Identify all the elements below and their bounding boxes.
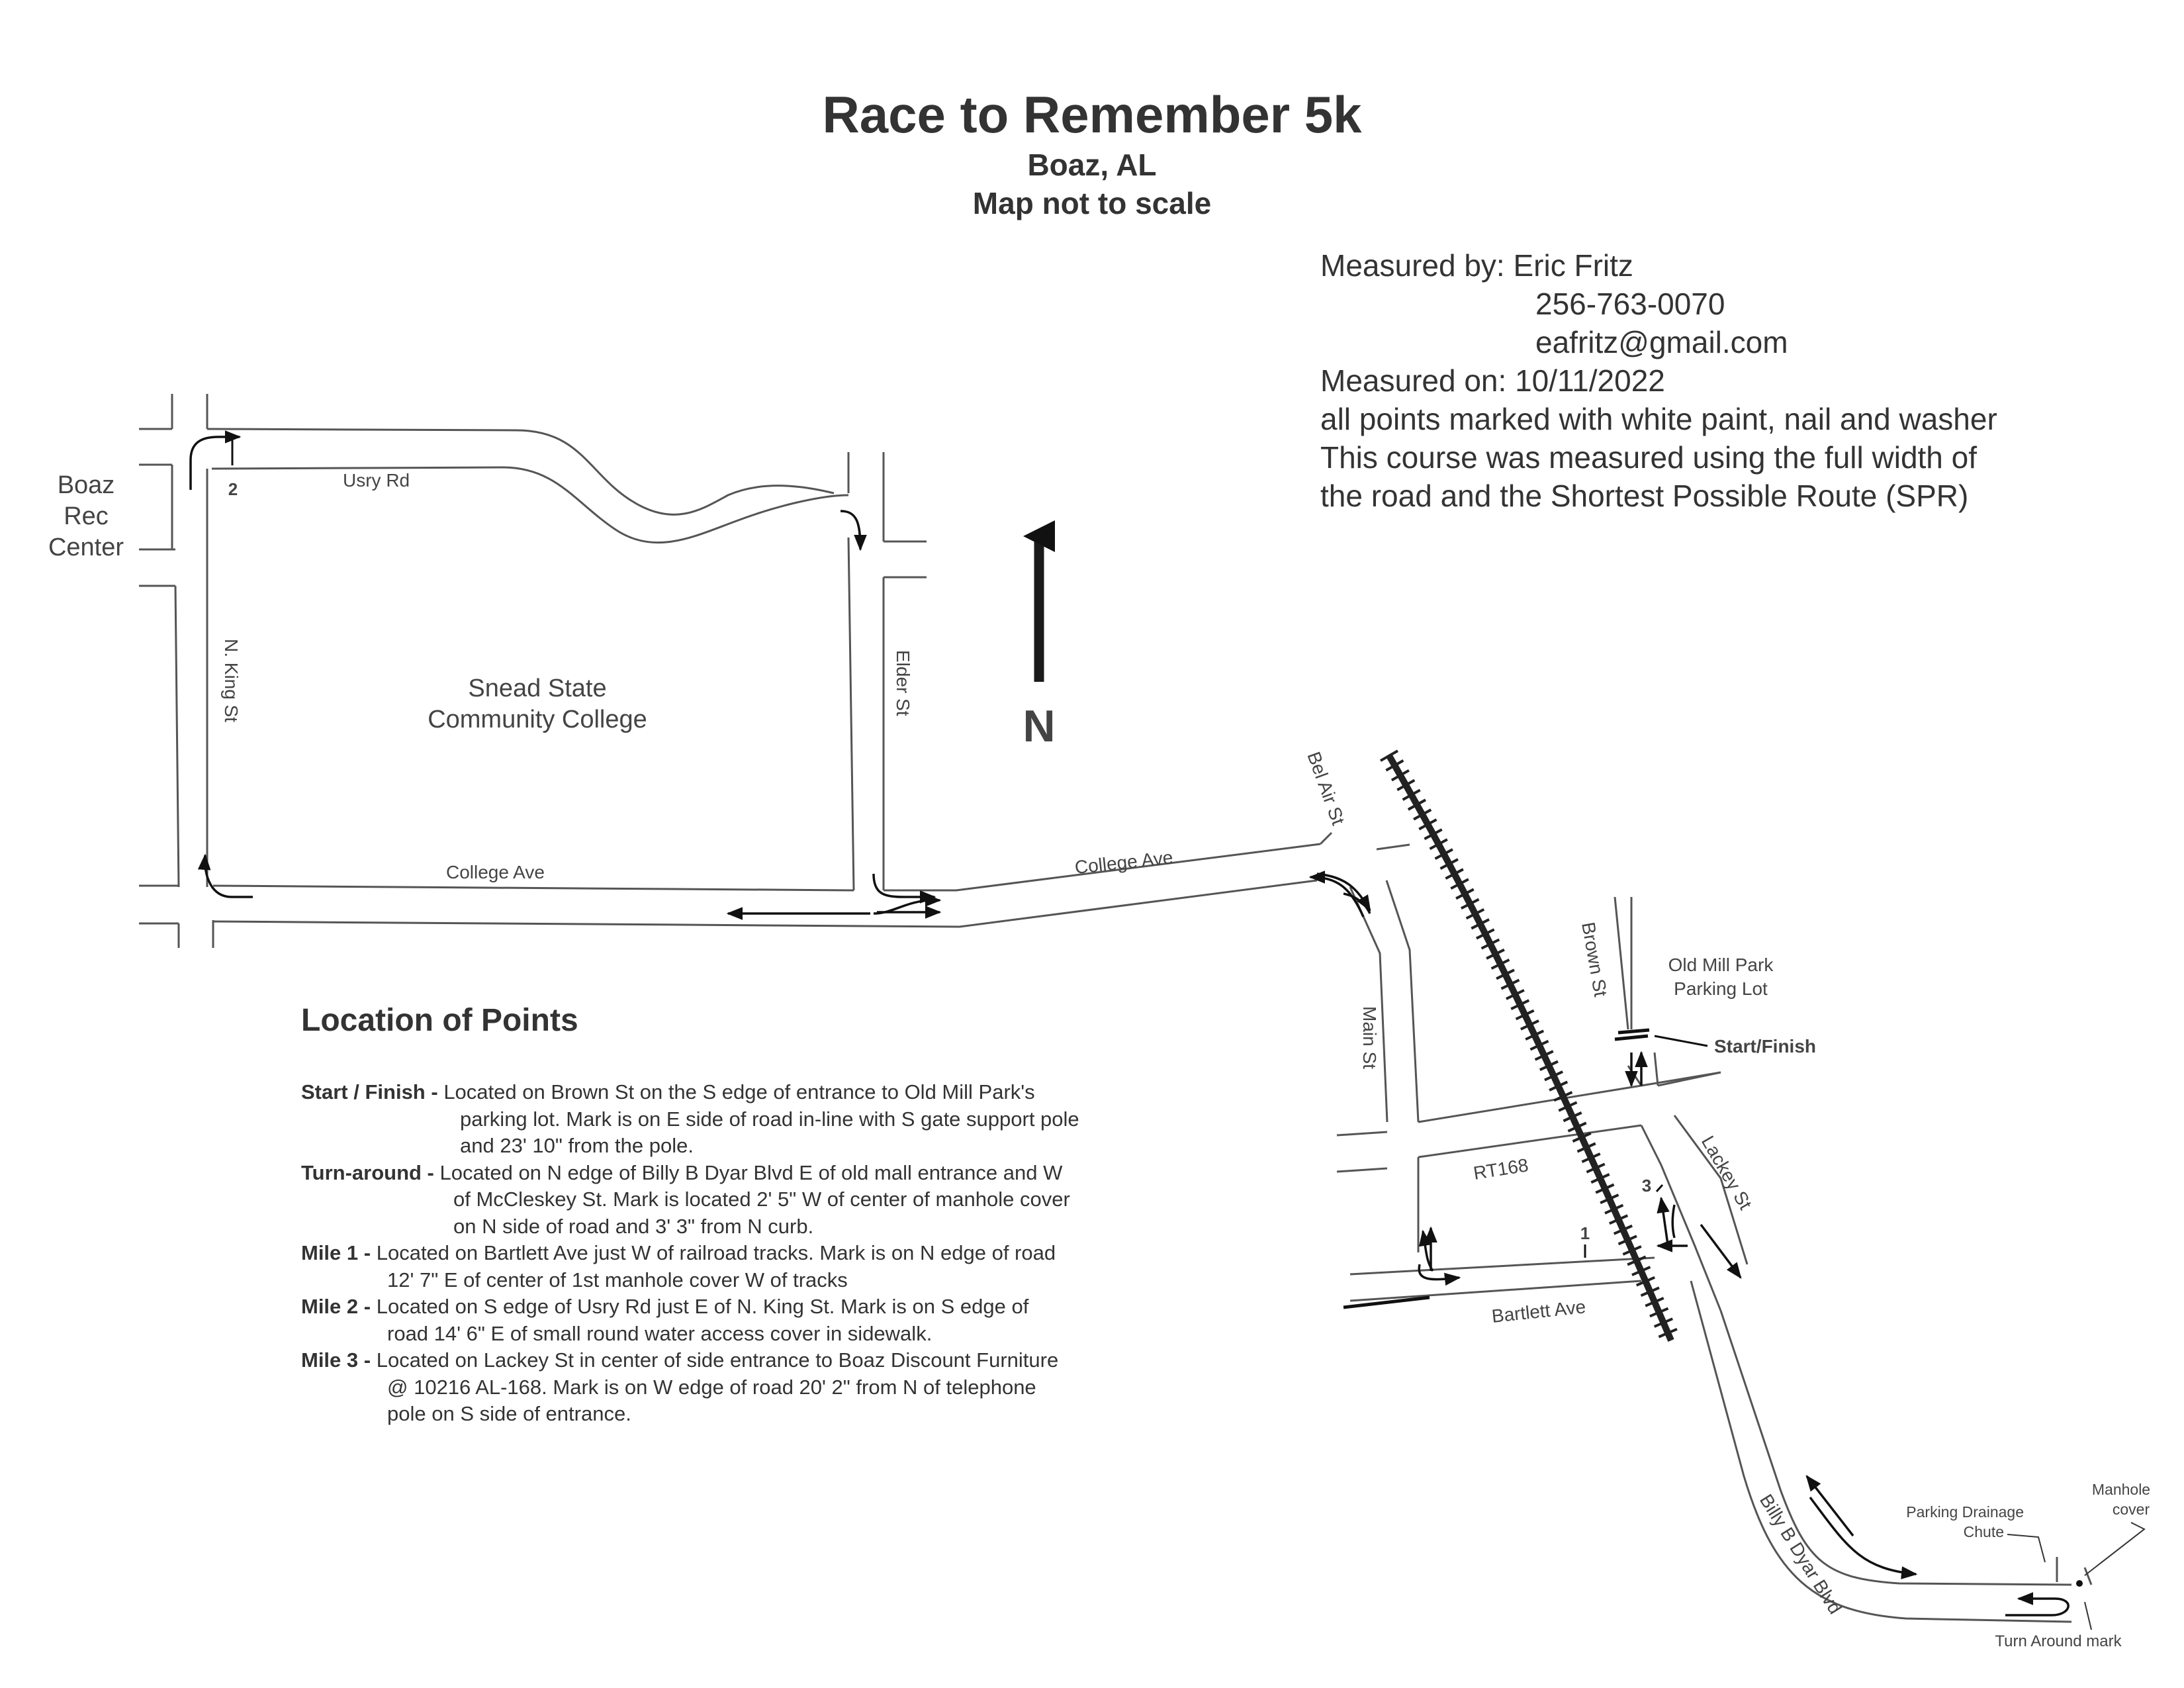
point-text: on N side of road and 3' 3" from N curb.: [453, 1214, 814, 1238]
point-mile-3: Mile 3 - Located on Lackey St in center …: [301, 1347, 1214, 1428]
leader-lines: [2007, 1522, 2146, 1630]
mile-2-label: 2: [228, 479, 238, 499]
mile-3-label: 3: [1642, 1176, 1651, 1196]
location-heading: Location of Points: [301, 1003, 578, 1038]
course-highlights: [1343, 1028, 1650, 1309]
point-text: and 23' 10" from the pole.: [460, 1134, 694, 1157]
point-text: Located on Bartlett Ave just W of railro…: [376, 1241, 1056, 1264]
info-note-1: all points marked with white paint, nail…: [1320, 402, 1997, 436]
city-subtitle: Boaz, AL: [1027, 148, 1157, 182]
street-king: N. King St: [221, 639, 242, 722]
street-college-east: College Ave: [1073, 847, 1173, 878]
drainage-label-1: Parking Drainage: [1906, 1503, 2024, 1521]
point-name: Turn-around -: [301, 1160, 434, 1184]
manhole-label-2: cover: [2113, 1501, 2150, 1518]
point-turnaround: Turn-around - Located on N edge of Billy…: [301, 1160, 1214, 1241]
street-bartlett: Bartlett Ave: [1490, 1296, 1586, 1327]
measured-date: 10/11/2022: [1515, 363, 1665, 398]
point-mile-2: Mile 2 - Located on S edge of Usry Rd ju…: [301, 1293, 1214, 1347]
north-label: N: [1023, 701, 1055, 751]
info-note-3: the road and the Shortest Possible Route…: [1320, 479, 1969, 513]
page-title: Race to Remember 5k: [822, 85, 1362, 144]
point-text: pole on S side of entrance.: [387, 1402, 631, 1425]
point-text: Located on Lackey St in center of side e…: [376, 1348, 1059, 1372]
rec-center-label-3: Center: [48, 534, 124, 561]
measured-by-label: Measured by:: [1320, 248, 1505, 283]
street-brown: Brown St: [1578, 921, 1611, 998]
point-text: Located on N edge of Billy B Dyar Blvd E…: [439, 1160, 1063, 1184]
street-main: Main St: [1359, 1006, 1380, 1069]
measurer-phone: 256-763-0070: [1535, 287, 1725, 321]
location-list: Start / Finish - Located on Brown St on …: [301, 1079, 1214, 1428]
measurer-email: eafritz@gmail.com: [1535, 325, 1788, 359]
point-text: Located on S edge of Usry Rd just E of N…: [376, 1295, 1029, 1318]
point-name: Start / Finish -: [301, 1080, 438, 1103]
mile-1-label: 1: [1580, 1223, 1590, 1243]
measured-by-line: Measured by: Eric Fritz: [1320, 246, 1633, 285]
measured-on-line: Measured on: 10/11/2022: [1320, 361, 1665, 400]
old-mill-label-1: Old Mill Park: [1668, 955, 1774, 975]
point-text: @ 10216 AL-168. Mark is on W edge of roa…: [387, 1375, 1036, 1399]
rec-center-label-2: Rec: [64, 502, 109, 530]
scale-note: Map not to scale: [972, 186, 1212, 220]
point-text: parking lot. Mark is on E side of road i…: [460, 1107, 1079, 1131]
drainage-label-2: Chute: [1964, 1523, 2004, 1540]
measurer-name: Eric Fritz: [1513, 248, 1633, 283]
point-start-finish: Start / Finish - Located on Brown St on …: [301, 1079, 1214, 1160]
point-name: Mile 2 -: [301, 1295, 371, 1318]
point-text: of McCleskey St. Mark is located 2' 5" W…: [453, 1188, 1070, 1211]
street-rt168: RT168: [1472, 1154, 1529, 1184]
point-name: Mile 3 -: [301, 1348, 371, 1372]
measured-on-label: Measured on:: [1320, 363, 1507, 398]
rec-center-label-1: Boaz: [58, 471, 115, 499]
turnaround-mark-dot: [2076, 1580, 2083, 1587]
street-usry: Usry Rd: [343, 470, 410, 491]
mile-mark-ticks: [231, 440, 1708, 1258]
point-mile-1: Mile 1 - Located on Bartlett Ave just W …: [301, 1240, 1214, 1293]
street-college-west: College Ave: [446, 862, 545, 882]
point-name: Mile 1 -: [301, 1241, 371, 1264]
point-text: Located on Brown St on the S edge of ent…: [443, 1080, 1035, 1103]
start-finish-label: Start/Finish: [1714, 1036, 1816, 1056]
college-label-1: Snead State: [468, 675, 606, 702]
college-label-2: Community College: [428, 706, 647, 733]
street-belair: Bel Air St: [1303, 749, 1349, 827]
point-text: road 14' 6" E of small round water acces…: [387, 1321, 933, 1345]
railroad-track: [1379, 749, 1680, 1344]
street-billy: Billy B Dyar Blvd: [1756, 1491, 1846, 1618]
manhole-label-1: Manhole: [2092, 1481, 2150, 1498]
old-mill-label-2: Parking Lot: [1674, 978, 1768, 999]
point-text: 12' 7" E of center of 1st manhole cover …: [387, 1268, 848, 1291]
turnaround-label: Turn Around mark: [1995, 1632, 2122, 1650]
street-lackey: Lackey St: [1698, 1133, 1756, 1213]
route-arrows: [189, 430, 2070, 1617]
street-elder: Elder St: [893, 650, 913, 716]
info-note-2: This course was measured using the full …: [1320, 440, 1978, 475]
